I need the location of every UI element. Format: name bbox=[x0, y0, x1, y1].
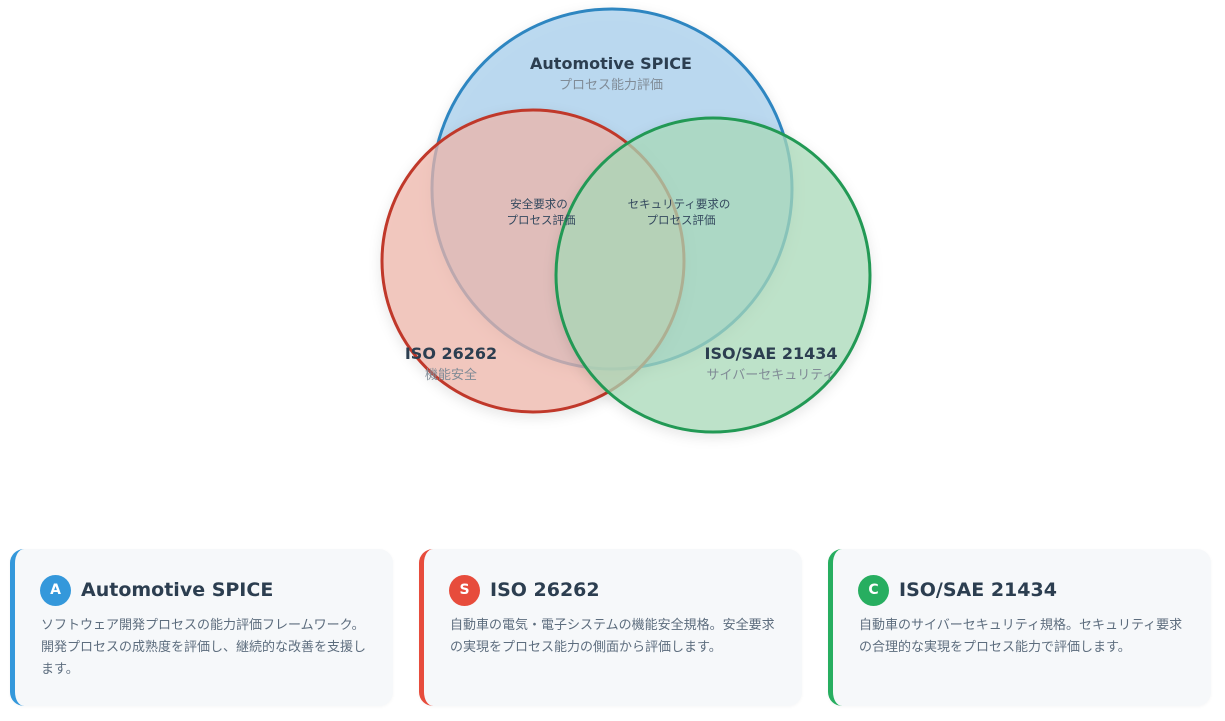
card-title: ISO 26262 bbox=[490, 579, 600, 601]
card-description: 自動車のサイバーセキュリティ規格。セキュリティ要求の合理的な実現をプロセス能力で… bbox=[859, 618, 1183, 655]
set-subtitle-aspice: プロセス能力評価 bbox=[559, 78, 663, 93]
card-header: S ISO 26262 bbox=[449, 574, 600, 606]
badge-icon: S bbox=[449, 574, 480, 606]
card-title: Automotive SPICE bbox=[81, 579, 274, 601]
card-header: A Automotive SPICE bbox=[40, 574, 273, 606]
card-iso21434: C ISO/SAE 21434 自動車のサイバーセキュリティ規格。セキュリティ要… bbox=[828, 549, 1211, 706]
set-subtitle-iso26262: 機能安全 bbox=[425, 367, 477, 383]
card-aspice: A Automotive SPICE ソフトウェア開発プロセスの能力評価フレーム… bbox=[10, 549, 393, 706]
venn-diagram: Automotive SPICE プロセス能力評価 ISO 26262 機能安全… bbox=[380, 7, 872, 434]
intersection-safety-line1: 安全要求の bbox=[510, 197, 568, 211]
circle-iso21434 bbox=[554, 116, 872, 434]
set-title-aspice: Automotive SPICE bbox=[530, 54, 692, 73]
intersection-safety-line2: プロセス評価 bbox=[507, 213, 576, 227]
venn-svg: Automotive SPICE プロセス能力評価 ISO 26262 機能安全… bbox=[380, 7, 872, 434]
standards-cards: A Automotive SPICE ソフトウェア開発プロセスの能力評価フレーム… bbox=[10, 549, 1212, 706]
badge-icon: C bbox=[858, 574, 889, 606]
card-header: C ISO/SAE 21434 bbox=[858, 574, 1057, 606]
card-title: ISO/SAE 21434 bbox=[899, 579, 1057, 601]
intersection-security-line2: プロセス評価 bbox=[647, 213, 716, 227]
intersection-security-line1: セキュリティ要求の bbox=[628, 197, 731, 211]
card-iso26262: S ISO 26262 自動車の電気・電子システムの機能安全規格。安全要求の実現… bbox=[419, 549, 802, 706]
set-title-iso26262: ISO 26262 bbox=[405, 344, 497, 363]
set-subtitle-iso21434: サイバーセキュリティ bbox=[707, 368, 836, 383]
card-description: ソフトウェア開発プロセスの能力評価フレームワーク。開発プロセスの成熟度を評価し、… bbox=[41, 618, 367, 677]
badge-icon: A bbox=[40, 574, 71, 606]
set-title-iso21434: ISO/SAE 21434 bbox=[705, 344, 838, 363]
card-description: 自動車の電気・電子システムの機能安全規格。安全要求の実現をプロセス能力の側面から… bbox=[450, 618, 775, 655]
